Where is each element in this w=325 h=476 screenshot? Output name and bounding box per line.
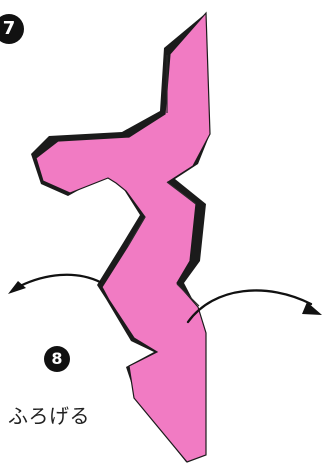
- right-curved-arrow: [186, 289, 322, 324]
- curved-arrow-right-icon: [186, 289, 313, 324]
- step-8-badge: 8: [44, 346, 70, 372]
- fold-line-left: [127, 216, 146, 247]
- fold-line-middle: [166, 181, 197, 205]
- left-arrowhead: [8, 281, 26, 294]
- left-curved-arrow: [8, 273, 102, 294]
- curved-arrow-left-icon: [18, 273, 102, 288]
- instruction-label: ふろげる: [8, 404, 90, 428]
- paper-main-face: [35, 11, 211, 463]
- folded-paper-shape: [31, 11, 211, 463]
- right-arrowhead: [302, 302, 322, 315]
- step-7-badge: 7: [0, 14, 24, 44]
- fold-line-lower: [176, 283, 200, 307]
